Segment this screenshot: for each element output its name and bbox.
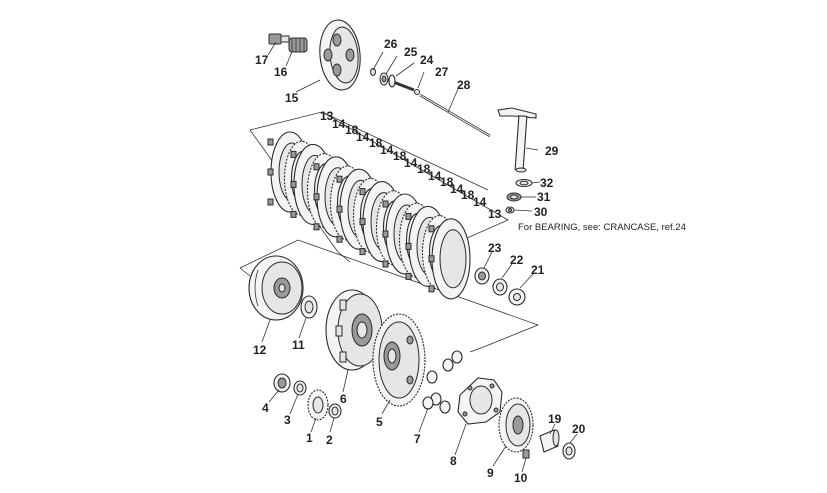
label-18-2: 18: [369, 136, 383, 150]
label-18-1: 18: [345, 123, 359, 137]
label-21: 21: [531, 263, 545, 277]
plate-tab: [359, 188, 366, 196]
label-15: 15: [285, 91, 299, 105]
plate-tab: [428, 255, 435, 263]
leader-lines: [261, 41, 578, 473]
thrust-washer-11: [300, 295, 318, 319]
spring-bolt: [268, 33, 290, 45]
label-28: 28: [457, 78, 471, 92]
clutch-hub: [325, 289, 383, 371]
bearing-note: For BEARING, see: CRANCASE, ref.24: [518, 222, 686, 233]
label-32: 32: [540, 176, 554, 190]
label-10: 10: [514, 471, 528, 485]
label-18-5: 18: [440, 175, 454, 189]
label-6: 6: [340, 392, 347, 406]
plate-tab: [267, 138, 274, 146]
part-number-labels: 17 16 15 26 25 24 27 28 29 32 31 30 For …: [253, 37, 686, 485]
bushing-19: [539, 429, 560, 453]
label-7: 7: [414, 432, 421, 446]
plate-tab: [267, 198, 274, 206]
label-13-top: 13: [320, 109, 334, 123]
label-25: 25: [404, 45, 418, 59]
release-shaft: [497, 107, 537, 173]
label-14-3: 14: [380, 143, 394, 157]
label-8: 8: [450, 454, 457, 468]
clutch-spring: [288, 37, 308, 53]
damper-rubbers: [422, 350, 463, 414]
label-9: 9: [487, 466, 494, 480]
label-18-3: 18: [393, 149, 407, 163]
label-14-6: 14: [450, 182, 464, 196]
label-20: 20: [572, 422, 586, 436]
label-14-5: 14: [428, 169, 442, 183]
label-17: 17: [255, 53, 269, 67]
label-29: 29: [545, 144, 559, 158]
label-4: 4: [262, 401, 269, 415]
label-30: 30: [534, 205, 548, 219]
damper-plate: [457, 377, 503, 425]
plate-tab: [405, 242, 412, 250]
label-12: 12: [253, 343, 267, 357]
washer-20: [562, 442, 576, 460]
label-31: 31: [537, 190, 551, 204]
label-16: 16: [274, 65, 288, 79]
plate-tab: [382, 230, 389, 238]
label-22: 22: [510, 253, 524, 267]
label-13-bottom: 13: [488, 207, 502, 221]
label-14-1: 14: [332, 117, 346, 131]
push-rod-assembly: [370, 68, 491, 138]
plate-tab: [313, 223, 320, 231]
clutch-housing: [248, 255, 304, 321]
shaft-seal-parts: [505, 178, 533, 214]
label-27: 27: [435, 65, 449, 79]
plate-tab: [290, 210, 297, 218]
pressure-plate: [319, 19, 361, 91]
label-24: 24: [420, 53, 434, 67]
plate-tab: [359, 248, 366, 256]
label-2: 2: [326, 433, 333, 447]
label-18-6: 18: [461, 188, 475, 202]
label-18-4: 18: [417, 162, 431, 176]
primary-gear-parts: [273, 373, 342, 421]
washers-21-23: [474, 267, 526, 306]
bolt-10: [522, 449, 530, 459]
plate-tab: [267, 168, 274, 176]
label-14-2: 14: [356, 130, 370, 144]
plate-tab: [405, 212, 412, 220]
label-14-7: 14: [473, 195, 487, 209]
clutch-basket-frame: [239, 239, 540, 353]
label-5: 5: [376, 415, 383, 429]
plate-tab: [336, 205, 343, 213]
plate-tab: [336, 175, 343, 183]
label-19: 19: [548, 412, 562, 426]
label-26: 26: [384, 37, 398, 51]
plate-tab: [428, 285, 435, 293]
plate-tab: [405, 272, 412, 280]
plate-tab: [382, 260, 389, 268]
label-14-4: 14: [404, 156, 418, 170]
plate-tab: [313, 193, 320, 201]
plate-tab: [313, 163, 320, 171]
label-1: 1: [306, 431, 313, 445]
plate-tab: [382, 200, 389, 208]
plate-tab: [290, 150, 297, 158]
label-11: 11: [292, 338, 305, 352]
plate-tab: [290, 180, 297, 188]
oil-pump-gear: [498, 397, 534, 453]
plate-tab: [336, 235, 343, 243]
plate-tab: [359, 218, 366, 226]
label-3: 3: [284, 413, 291, 427]
driven-gear: [372, 313, 426, 407]
label-23: 23: [488, 241, 502, 255]
clutch-plate-stack: [267, 131, 471, 300]
plate-inner-ring: [439, 229, 467, 289]
plate-tab: [428, 225, 435, 233]
